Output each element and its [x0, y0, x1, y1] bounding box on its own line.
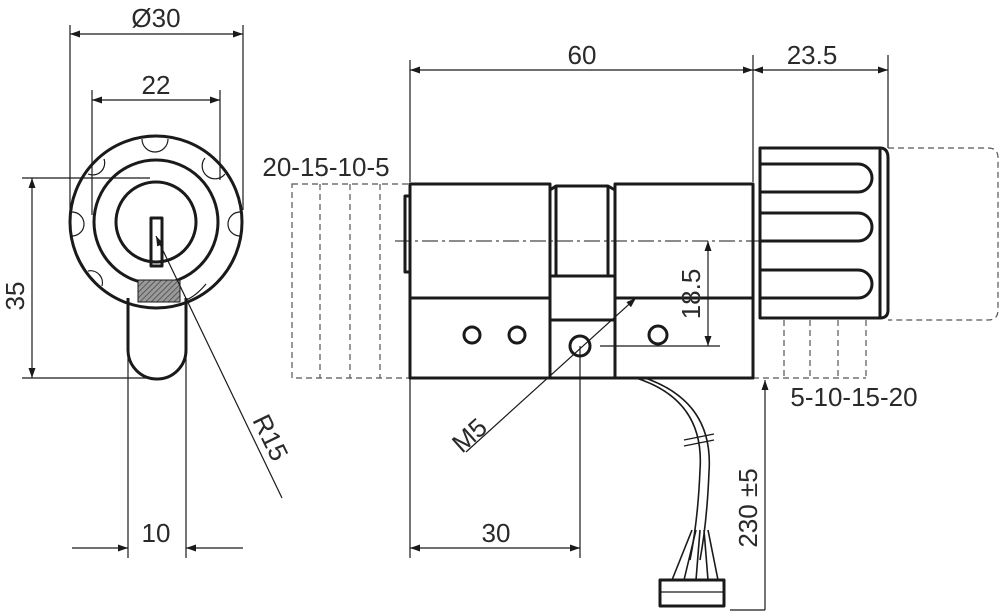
- fixing-hole-1: [462, 325, 482, 345]
- height-35-label: 35: [0, 282, 30, 311]
- left-extension-options: [291, 183, 411, 379]
- right-extensions-label: 5-10-15-20: [790, 382, 917, 412]
- cam-hatched-section: [137, 279, 181, 303]
- cam-slot: [548, 184, 617, 380]
- right-extension-options: [753, 147, 999, 379]
- rosette-scallops: [71, 138, 241, 287]
- keyway: [149, 216, 164, 268]
- thumb-turn-knob: [758, 146, 890, 320]
- length-60-label: 60: [568, 40, 597, 70]
- width-22-label: 22: [142, 70, 171, 100]
- cylinder-body-left: [408, 182, 552, 380]
- outer-rosette: [68, 134, 244, 310]
- fixing-hole-3: [647, 324, 669, 346]
- cylinder-body-right: [613, 182, 755, 380]
- radius-15-label: R15: [247, 409, 295, 465]
- cable: [635, 377, 726, 608]
- radius-15-leader: [155, 235, 283, 499]
- cable-connector: [658, 578, 726, 608]
- m5-leader: [465, 297, 637, 453]
- front-view: Ø30 22 35 10: [0, 3, 294, 558]
- key-plug: [114, 180, 198, 264]
- left-extensions-label: 20-15-10-5: [262, 152, 389, 182]
- fixing-hole-2: [507, 325, 527, 345]
- diameter-30-label: Ø30: [131, 3, 180, 33]
- cable-230-label: 230 ±5: [733, 468, 763, 547]
- knob-23-5-label: 23.5: [787, 40, 838, 70]
- cam-width-10-label: 10: [142, 518, 171, 548]
- m5-label: M5: [446, 412, 493, 458]
- screw-position-30-label: 30: [482, 518, 511, 548]
- side-view: 60 23.5 20-15-10-5 5-10-15-20: [262, 40, 999, 611]
- cam: [126, 298, 188, 381]
- offset-18-5-label: 18.5: [676, 269, 706, 320]
